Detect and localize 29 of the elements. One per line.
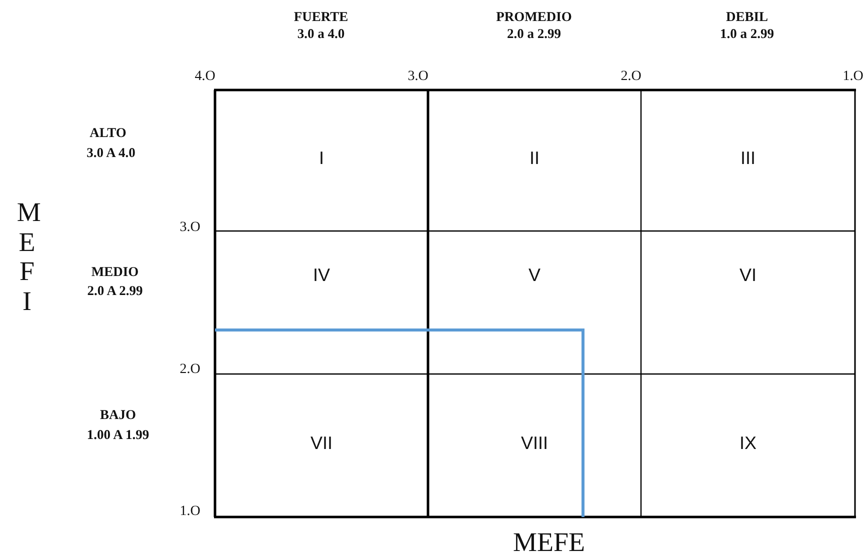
quadrant-number: IV [312,265,330,286]
row-heading: BAJO [100,408,136,422]
quadrant-number: II [529,148,540,169]
axis-tick-label: 3.O [408,70,428,84]
row-heading: MEDIO [91,265,139,278]
axis-tick-label: 4.O [194,70,216,84]
row-heading: ALTO [90,126,126,140]
column-heading: DEBIL [726,10,768,24]
quadrant-number: VII [310,433,332,454]
column-heading: FUERTE [294,10,348,24]
quadrant-number: VI [739,265,756,286]
row-range: 2.0 A 2.99 [87,284,143,298]
quadrant-number: VIII [520,433,548,454]
row-range: 3.0 A 4.0 [86,146,136,160]
quadrant-number: IX [739,433,756,454]
column-heading: PROMEDIO [496,10,572,24]
axis-tick-label: 2.O [620,70,642,84]
axis-tick-label: 1.O [842,70,864,84]
column-range: 1.0 a 2.99 [720,27,774,40]
row-range: 1.00 A 1.99 [86,428,150,442]
axis-title: MEFE [513,529,585,556]
column-range: 2.0 a 2.99 [507,27,561,40]
quadrant-number: V [528,265,540,286]
axis-tick-label: 3.O [180,221,200,235]
column-range: 3.0 a 4.0 [297,27,345,40]
quadrant-number: I [318,148,324,169]
axis-tick-label: 2.O [180,363,200,377]
axis-tick-label: 1.O [180,505,200,519]
quadrant-number: III [740,148,756,169]
